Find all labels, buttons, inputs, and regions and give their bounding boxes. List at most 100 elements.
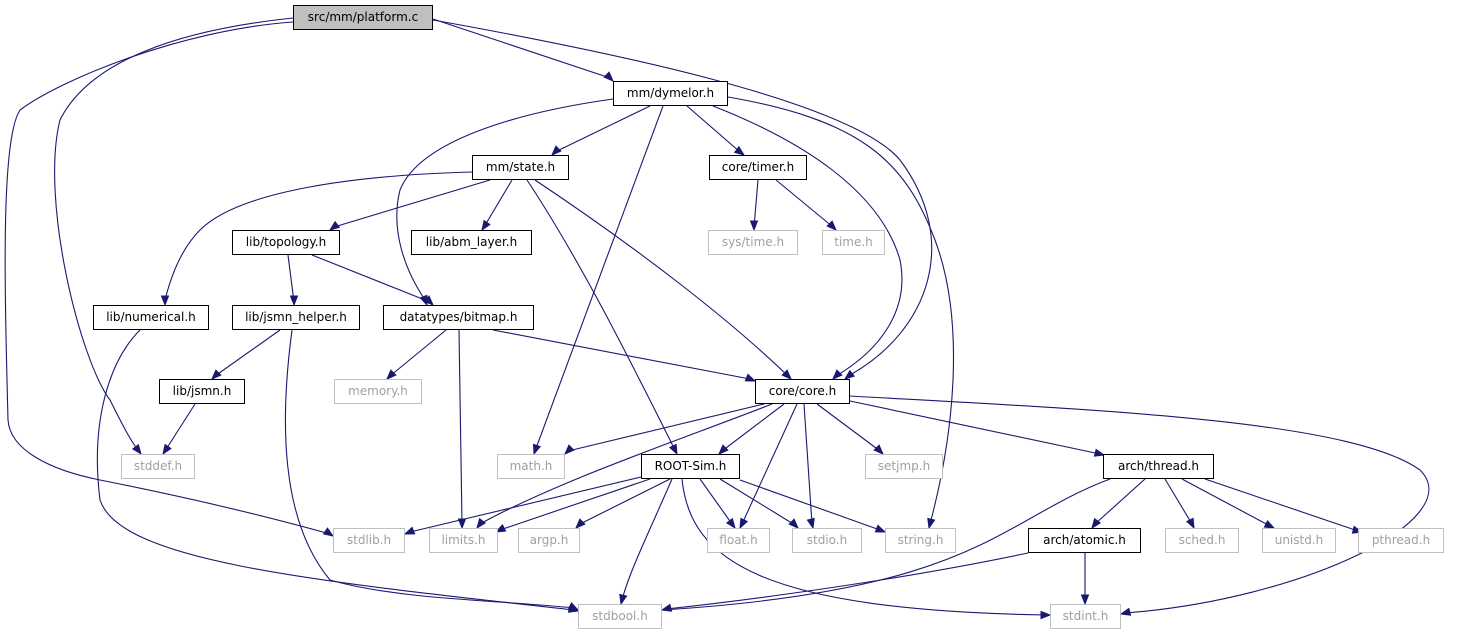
node-platform-c[interactable]: src/mm/platform.c [293, 5, 433, 30]
arrowhead [1093, 448, 1106, 457]
arrowhead [494, 523, 507, 533]
arrowhead [289, 295, 299, 307]
arrowhead [481, 219, 491, 232]
node-atomic-h[interactable]: arch/atomic.h [1028, 528, 1141, 553]
node-bitmap-h[interactable]: datatypes/bitmap.h [383, 305, 534, 330]
edge-core-to-float [739, 403, 798, 530]
arrowhead [725, 517, 736, 530]
node-unistd-h[interactable]: unistd.h [1262, 528, 1336, 553]
node-stddef-h[interactable]: stddef.h [121, 454, 195, 479]
arrowhead [749, 220, 759, 232]
arrowhead [131, 443, 142, 456]
node-pthread-h[interactable]: pthread.h [1358, 528, 1444, 553]
arrowhead [603, 71, 614, 82]
edge-dymelor-to-math [532, 105, 664, 456]
node-numerical-h[interactable]: lib/numerical.h [93, 305, 209, 330]
arrowhead [873, 444, 884, 455]
arrowhead [739, 517, 749, 530]
arrowhead [575, 518, 586, 529]
node-memory-h[interactable]: memory.h [334, 379, 422, 404]
edge-state-to-abm [481, 179, 513, 232]
arrowhead [551, 145, 562, 156]
arrowhead [660, 603, 673, 612]
edge-thread-to-sched [1164, 478, 1195, 530]
node-sys-time-h[interactable]: sys/time.h [708, 230, 798, 255]
arrowhead [162, 443, 172, 456]
edge-platform-to-core [432, 19, 933, 380]
node-jsmn-h[interactable]: lib/jsmn.h [159, 379, 245, 404]
arrowhead [564, 444, 575, 455]
node-abm-layer-h[interactable]: lib/abm_layer.h [411, 230, 532, 255]
arrowhead [1080, 594, 1090, 606]
edge-core-to-stdint [849, 395, 1430, 616]
arrowhead [619, 593, 628, 606]
arrowhead [1040, 610, 1052, 620]
edge-state-to-core [534, 179, 792, 380]
node-timer-h[interactable]: core/timer.h [709, 155, 807, 180]
node-stdbool-h[interactable]: stdbool.h [578, 604, 662, 629]
edge-core-to-stdio [803, 403, 815, 530]
arrowhead [843, 369, 856, 380]
node-float-h[interactable]: float.h [707, 528, 770, 553]
node-stdio-h[interactable]: stdio.h [792, 528, 862, 553]
arrowhead [718, 444, 729, 455]
node-limits-h[interactable]: limits.h [429, 528, 498, 553]
arrowhead [874, 524, 887, 533]
arrowhead [788, 518, 799, 529]
node-thread-h[interactable]: arch/thread.h [1103, 454, 1214, 479]
edge-rootsim-to-stdint [681, 478, 1052, 620]
edge-platform-to-bitmap [54, 17, 294, 456]
edge-platform-to-stdlib [4, 21, 335, 537]
node-stdlib-h[interactable]: stdlib.h [333, 528, 405, 553]
edge-atomic-to-stdbool [660, 552, 1029, 612]
edge-rootsim-to-float [699, 478, 736, 530]
arrowhead [532, 443, 542, 456]
edge-state-to-topology [328, 179, 491, 231]
node-state-h[interactable]: mm/state.h [472, 155, 569, 180]
arrowhead [733, 145, 746, 156]
edge-numerical-to-stdbool [96, 329, 580, 613]
arrowhead [1185, 517, 1195, 530]
edge-thread-to-atomic [1091, 478, 1146, 530]
arrowhead [476, 517, 487, 530]
node-argp-h[interactable]: argp.h [518, 528, 580, 553]
arrowhead [423, 295, 434, 306]
arrowhead [832, 369, 843, 380]
edge-core-to-math [564, 403, 765, 455]
node-math-h[interactable]: math.h [497, 454, 565, 479]
edge-rootsim-to-limits [494, 478, 651, 533]
node-jsmn-helper-h[interactable]: lib/jsmn_helper.h [232, 305, 360, 330]
node-string-h[interactable]: string.h [885, 528, 956, 553]
edge-topology-to-bitmap [311, 254, 434, 306]
edge-bitmap-to-limits [457, 329, 467, 530]
arrowhead [211, 369, 222, 380]
node-stdint-h[interactable]: stdint.h [1050, 604, 1121, 629]
node-topology-h[interactable]: lib/topology.h [232, 230, 340, 255]
edge-topology-to-jsmnhelper [287, 254, 299, 307]
arrowhead [781, 369, 792, 380]
edge-thread-to-pthread [1204, 478, 1364, 534]
node-time-h[interactable]: time.h [822, 230, 885, 255]
arrowhead [160, 295, 170, 307]
edge-timer-to-time [775, 179, 837, 231]
node-root-sim-h[interactable]: ROOT-Sim.h [641, 454, 740, 479]
edge-bitmap-to-memory [386, 329, 447, 380]
node-core-h[interactable]: core/core.h [755, 379, 850, 404]
edge-dymelor-to-string [727, 96, 955, 530]
node-sched-h[interactable]: sched.h [1165, 528, 1239, 553]
arrowhead [744, 373, 757, 382]
edge-core-to-thread [849, 400, 1106, 457]
node-setjmp-h[interactable]: setjmp.h [865, 454, 943, 479]
edge-timer-to-systime [749, 179, 759, 232]
node-dymelor-h[interactable]: mm/dymelor.h [613, 81, 728, 106]
arrowhead [1119, 607, 1132, 616]
edge-bitmap-to-core [492, 329, 757, 382]
edge-state-to-numerical [160, 171, 473, 307]
edge-dymelor-to-timer [686, 105, 746, 156]
edge-thread-to-unistd [1181, 478, 1276, 529]
edge-rootsim-to-string [739, 479, 887, 533]
arrowhead [1263, 519, 1276, 529]
arrowhead [567, 604, 580, 613]
